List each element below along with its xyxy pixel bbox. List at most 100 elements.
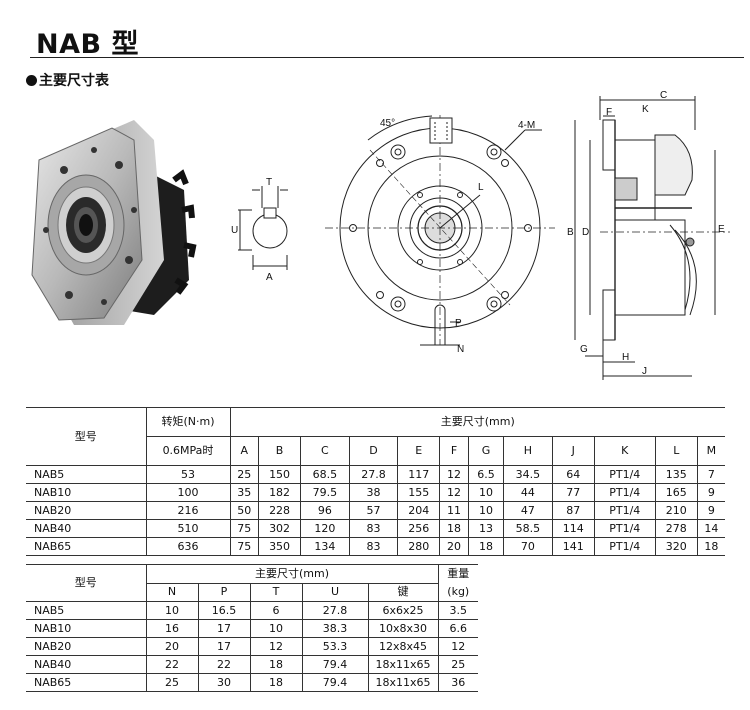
t1-col-header: D — [348, 436, 399, 466]
t1-value-cell: 182 — [258, 483, 302, 502]
t2-weight-cell: 6.6 — [437, 619, 478, 638]
t2-weight-cell: 3.5 — [437, 601, 478, 620]
t1-value-cell: 38 — [348, 483, 399, 502]
t2-value-cell: 6 — [249, 601, 303, 620]
t1-value-cell: 57 — [348, 501, 399, 520]
dim-label-D: D — [582, 227, 589, 238]
t2-col-header: P — [197, 582, 251, 602]
bullet-icon — [26, 74, 37, 86]
t2-value-cell: 53.3 — [301, 637, 369, 656]
t1-value-cell: 135 — [654, 465, 698, 484]
t1-value-cell: 64 — [551, 465, 595, 484]
t1-value-cell: 141 — [551, 537, 595, 556]
t2-value-cell: 6x6x25 — [367, 601, 439, 620]
t1-value-cell: 6.5 — [467, 465, 505, 484]
dim-label-U: U — [231, 225, 238, 236]
t1-value-cell: 350 — [258, 537, 302, 556]
t2-value-cell: 10x8x30 — [367, 619, 439, 638]
section-title: 主要尺寸表 — [39, 73, 109, 89]
t1-value-cell: 9 — [696, 501, 725, 520]
t2-value-cell: 16 — [145, 619, 199, 638]
t1-value-cell: PT1/4 — [593, 483, 656, 502]
dim-label-T: T — [266, 177, 272, 188]
t1-col-header: C — [300, 436, 350, 466]
t2-value-cell: 18x11x65 — [367, 655, 439, 674]
dim-label-C: C — [660, 90, 667, 101]
t1-value-cell: 83 — [348, 537, 399, 556]
t1-value-cell: 11 — [439, 501, 469, 520]
t2-value-cell: 30 — [197, 673, 251, 692]
t1-value-cell: 210 — [654, 501, 698, 520]
dim-label-F: F — [606, 107, 612, 118]
t1-value-cell: 12 — [439, 483, 469, 502]
t1-value-cell: 13 — [467, 519, 505, 538]
t2-model-cell: NAB5 — [26, 601, 147, 620]
t1-dims-header: 主要尺寸(mm) — [229, 407, 725, 437]
t1-col-header: L — [654, 436, 698, 466]
t2-value-cell: 18x11x65 — [367, 673, 439, 692]
t1-value-cell: 35 — [229, 483, 260, 502]
technical-drawing: T U A 45° 4-M L P N C F K B D E G H J — [231, 90, 730, 380]
t1-value-cell: 120 — [300, 519, 350, 538]
t1-value-cell: 96 — [300, 501, 350, 520]
dim-label-L: L — [478, 182, 484, 193]
t1-value-cell: 12 — [439, 465, 469, 484]
t1-model-header: 型号 — [26, 407, 147, 466]
product-photo — [31, 120, 197, 325]
t2-model-cell: NAB20 — [26, 637, 147, 656]
t1-value-cell: PT1/4 — [593, 519, 656, 538]
dim-label-N: N — [457, 344, 464, 355]
t2-value-cell: 12 — [249, 637, 303, 656]
t1-col-header: G — [467, 436, 505, 466]
t2-value-cell: 10 — [249, 619, 303, 638]
t1-col-header: B — [258, 436, 302, 466]
t2-value-cell: 22 — [197, 655, 251, 674]
t2-value-cell: 17 — [197, 637, 251, 656]
shaft-section — [252, 213, 288, 249]
t2-value-cell: 38.3 — [301, 619, 369, 638]
t1-value-cell: 75 — [229, 519, 260, 538]
t1-value-cell: 18 — [467, 537, 505, 556]
t1-value-cell: 280 — [397, 537, 441, 556]
t1-value-cell: PT1/4 — [593, 465, 656, 484]
title-divider — [30, 57, 744, 58]
t2-weight-cell: 12 — [437, 637, 478, 656]
t1-value-cell: PT1/4 — [593, 501, 656, 520]
t1-value-cell: 18 — [439, 519, 469, 538]
t2-value-cell: 25 — [145, 673, 199, 692]
t2-col-header: T — [249, 582, 303, 602]
dim-label-A: A — [266, 272, 273, 283]
t2-value-cell: 79.4 — [301, 673, 369, 692]
dim-label-B: B — [567, 227, 574, 238]
t1-value-cell: 47 — [503, 501, 553, 520]
t1-value-cell: 114 — [551, 519, 595, 538]
t1-col-header: J — [551, 436, 595, 466]
t2-col-header: 键 — [367, 582, 439, 602]
t2-value-cell: 16.5 — [197, 601, 251, 620]
t2-weight-cell: 25 — [437, 655, 478, 674]
t1-torque-cell: 100 — [145, 483, 231, 502]
page-title: NAB 型 — [36, 29, 139, 60]
t1-model-cell: NAB65 — [26, 537, 147, 556]
t2-weight-unit: (kg) — [437, 583, 478, 602]
t1-value-cell: 155 — [397, 483, 441, 502]
t2-value-cell: 20 — [145, 637, 199, 656]
t1-col-header: H — [503, 436, 553, 466]
t1-value-cell: 302 — [258, 519, 302, 538]
section-heading: 主要尺寸表 — [26, 70, 109, 90]
t1-value-cell: 204 — [397, 501, 441, 520]
t2-value-cell: 18 — [249, 655, 303, 674]
t1-value-cell: 278 — [654, 519, 698, 538]
t2-value-cell: 12x8x45 — [367, 637, 439, 656]
t2-value-cell: 10 — [145, 601, 199, 620]
t1-value-cell: 20 — [439, 537, 469, 556]
